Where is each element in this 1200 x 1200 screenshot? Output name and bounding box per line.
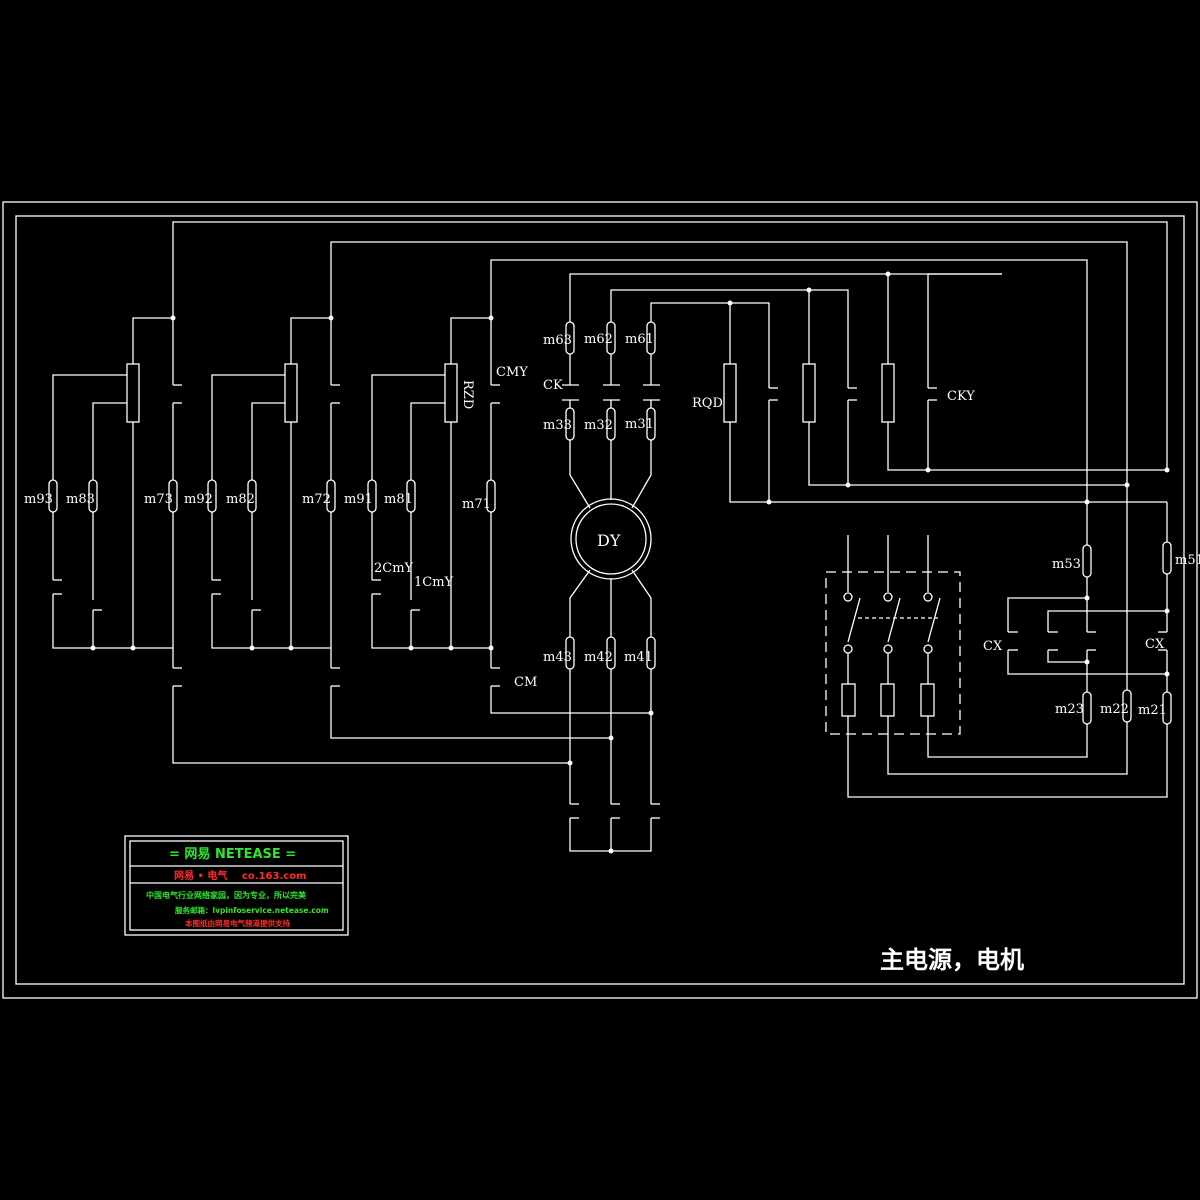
label-m63: m63 <box>543 333 572 348</box>
relay-group-1 <box>48 317 570 764</box>
drawing-frame <box>2 201 1198 999</box>
label-m93: m93 <box>24 492 53 507</box>
label-rqd: RQD <box>692 396 723 411</box>
label-rzd: RZD <box>460 380 475 409</box>
cx-section <box>1007 502 1172 725</box>
label-m33: m33 <box>543 418 572 433</box>
label-m91: m91 <box>344 492 373 507</box>
label-cx-left: CX <box>983 639 1003 654</box>
resistor-1 <box>126 363 140 423</box>
label-cky: CKY <box>947 389 975 404</box>
label-m32: m32 <box>584 418 613 433</box>
title-block: = 网易 NETEASE = 网易 • 电气 co.163.com 中国电气行业… <box>124 835 349 936</box>
top-bus-wires <box>172 221 1168 690</box>
relay-group-3 <box>367 317 651 714</box>
label-cm: CM <box>514 675 537 690</box>
label-m61: m61 <box>625 332 654 347</box>
label-ck: CK <box>543 378 563 393</box>
label-m51: m51 <box>1175 553 1200 568</box>
label-cx-right: CX <box>1145 637 1165 652</box>
title-block-brand: = 网易 NETEASE = <box>169 847 296 862</box>
label-m62: m62 <box>584 332 613 347</box>
junction-dots <box>90 271 1170 854</box>
label-m41: m41 <box>624 650 653 665</box>
heater-section <box>723 273 1167 503</box>
title-block-slogan: 中国电气行业网络家园，因为专业，所以完美 <box>146 890 307 900</box>
label-m71: m71 <box>462 497 491 512</box>
label-m42: m42 <box>584 650 613 665</box>
label-m92: m92 <box>184 492 213 507</box>
motor-section <box>562 321 660 852</box>
label-m83: m83 <box>66 492 95 507</box>
label-cmy: CMY <box>496 365 528 380</box>
resistor-2 <box>284 363 298 423</box>
title-block-channel: 网易 • 电气 <box>174 869 227 882</box>
label-m31: m31 <box>625 417 654 432</box>
title-block-url: co.163.com <box>242 871 307 882</box>
drawing-title: 主电源，电机 <box>880 946 1024 974</box>
label-m82: m82 <box>226 492 255 507</box>
label-motor-dy: DY <box>597 531 621 550</box>
label-m21: m21 <box>1138 703 1167 718</box>
component-labels: m93 m83 m73 m92 m82 m72 m91 m81 m71 m63 … <box>24 332 1200 718</box>
label-m53: m53 <box>1052 557 1081 572</box>
title-block-support: 本图纸由网易电气频道提供支持 <box>184 918 290 928</box>
label-m72: m72 <box>302 492 331 507</box>
label-2cmy: 2CmY <box>374 561 414 576</box>
label-m81: m81 <box>384 492 413 507</box>
label-1cmy: 1CmY <box>414 575 454 590</box>
relay-group-2 <box>207 317 611 739</box>
breaker-box <box>825 535 1168 798</box>
label-m43: m43 <box>543 650 572 665</box>
label-m23: m23 <box>1055 702 1084 717</box>
label-m22: m22 <box>1100 702 1129 717</box>
resistor-rzd <box>444 363 458 423</box>
label-m73: m73 <box>144 492 173 507</box>
title-block-email: 服务邮箱：lvpinfoservice.netease.com <box>175 905 329 915</box>
